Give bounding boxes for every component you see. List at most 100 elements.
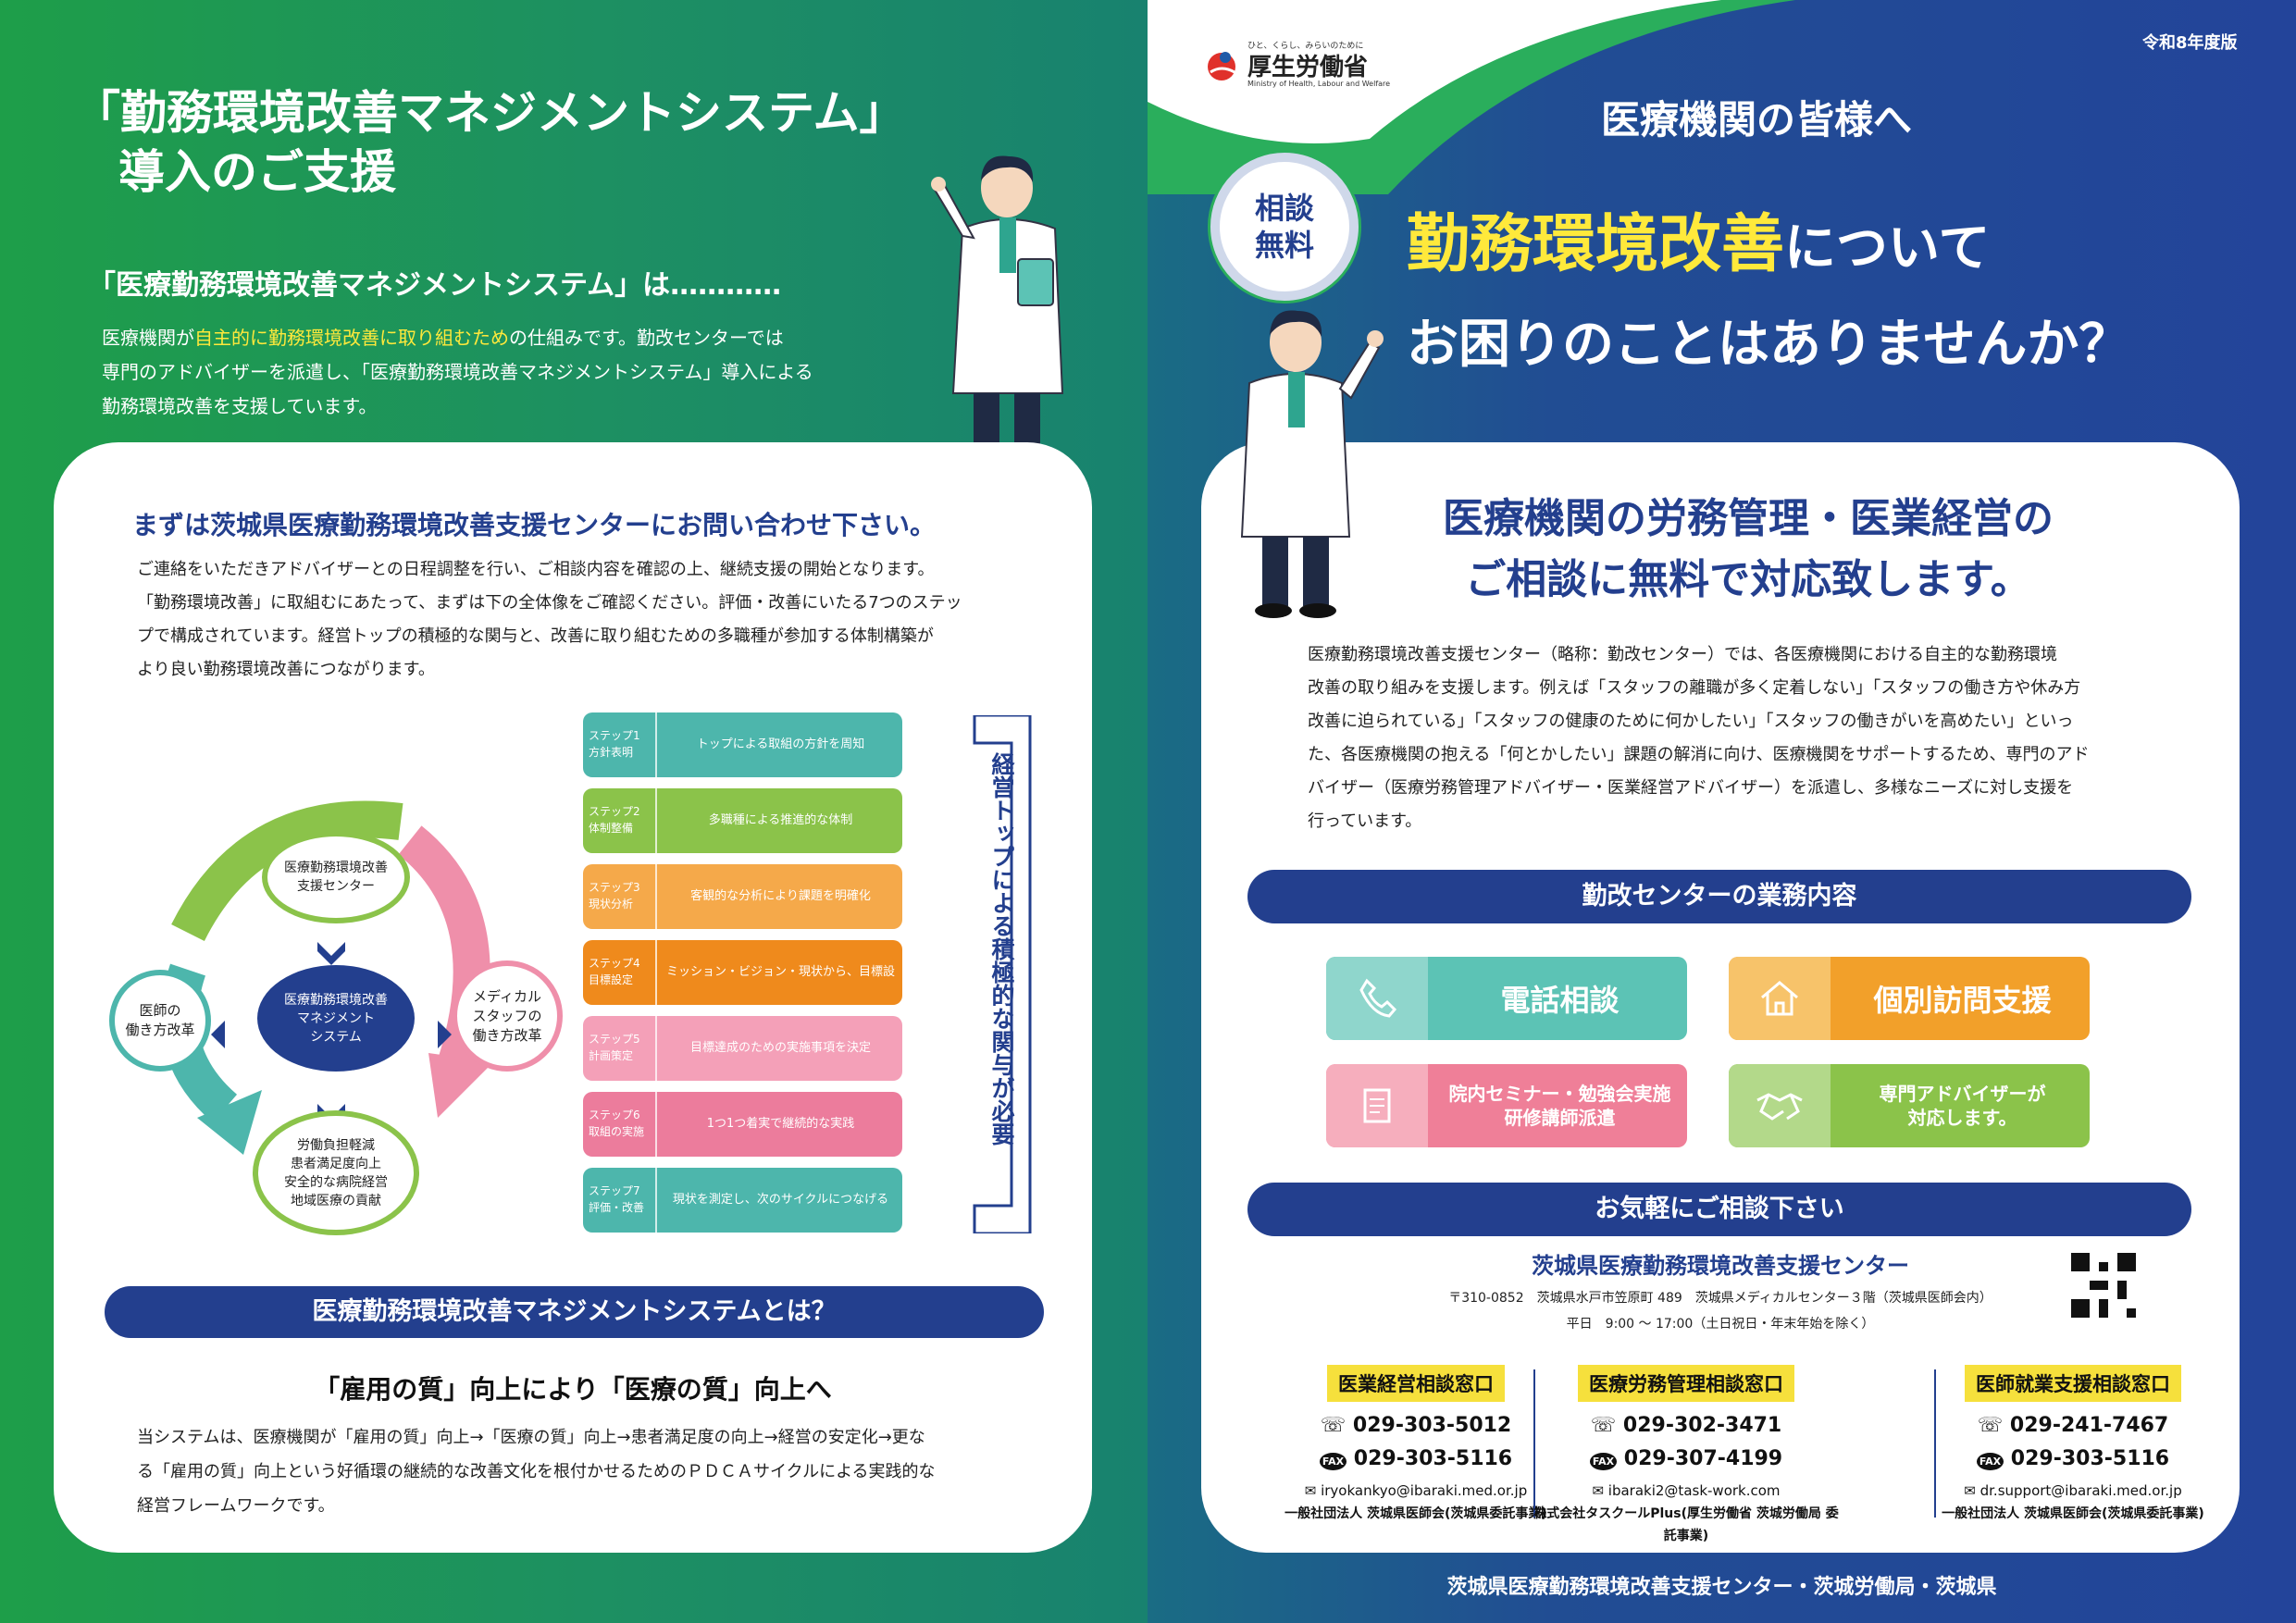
services-pill: 勤改センターの業務内容 [1247, 870, 2191, 923]
cycle-bottom-line2: 患者満足度向上 [291, 1156, 381, 1171]
fax-icon: FAX [1976, 1453, 2004, 1470]
contact-1-email[interactable]: iryokankyo@ibaraki.med.or.jp [1321, 1482, 1528, 1499]
cycle-center-line3: システム [310, 1029, 362, 1045]
cycle-bottom-line3: 安全的な病院経営 [284, 1174, 388, 1190]
cycle-node-outcomes: 労働負担軽減 患者満足度向上 安全的な病院経営 地域医療の貢献 [253, 1110, 419, 1235]
step-description: トップによる取組の方針を周知 [696, 737, 865, 751]
badge-line1: 相談 [1254, 191, 1314, 226]
step-description: 客観的な分析により課題を明確化 [690, 889, 871, 903]
left-card-p3: プで構成されています。経営トップの積極的な関与と、改善に取り組むための多職種が参… [137, 626, 934, 646]
document-icon [1326, 1064, 1428, 1147]
contact-3-email-row[interactable]: ✉ dr.support@ibaraki.med.or.jp [1964, 1482, 2182, 1499]
contact-1-tel-row[interactable]: ☏ 029-303-5012 [1320, 1414, 1512, 1437]
right-card-p2: 改善の取り組みを支援します。例えば「スタッフの離職が多く定着しない」「スタッフの… [1308, 678, 2081, 698]
contact-3-tel[interactable]: 029-241-7467 [2009, 1414, 2169, 1437]
service-seminar: 院内セミナー・勉強会実施 研修講師派遣 [1326, 1064, 1687, 1147]
bracket-arrow [973, 715, 1032, 1233]
contact-3-head: 医師就業支援相談窓口 [1965, 1365, 2181, 1402]
left-page: 「勤務環境改善マネジメントシステム」 導入のご支援 「医療勤務環境改善マネジメン… [0, 0, 1148, 1623]
cycle-bottom-line1: 労働負担軽減 [297, 1137, 375, 1153]
contact-1-fax: 029-303-5116 [1353, 1447, 1513, 1470]
step-label-line: ステップ4 [589, 957, 640, 970]
service-label-phone: 電話相談 [1500, 983, 1620, 1018]
right-card-heading1: 医療機関の労務管理・医業経営の [1443, 495, 2054, 542]
cycle-node-support-center: 医療勤務環境改善 支援センター [262, 831, 410, 923]
vertical-management-text: 経営トップによる積極的な関与が必要 [988, 752, 1015, 1146]
ministry-emblem-icon [1208, 52, 1235, 81]
service-phone-consultation: 電話相談 [1326, 957, 1687, 1040]
contact-3-tel-row[interactable]: ☏ 029-241-7467 [1977, 1414, 2169, 1437]
badge-line2: 無料 [1254, 228, 1314, 263]
intro-line2: 専門のアドバイザーを派遣し、「医療勤務環境改善マネジメントシステム」導入による [102, 361, 813, 383]
step-label-line: ステップ5 [589, 1033, 640, 1046]
headline-rest: について [1784, 218, 1991, 279]
contact-3-fax-row: FAX 029-303-5116 [1916, 1443, 2230, 1479]
contact-1-tel[interactable]: 029-303-5012 [1352, 1414, 1512, 1437]
intro-line3: 勤務環境改善を支援しています。 [102, 395, 378, 417]
doctor-pointing-illustration [931, 155, 1064, 489]
contact-2-tel-row[interactable]: ☏ 029-302-3471 [1590, 1414, 1782, 1437]
left-subtitle: 「医療勤務環境改善マネジメントシステム」は………… [88, 269, 782, 302]
contact-2-email-row[interactable]: ✉ ibaraki2@task-work.com [1592, 1482, 1781, 1499]
system-p3: 経営フレームワークです。 [137, 1496, 335, 1516]
contact-divider-1 [1533, 1369, 1535, 1518]
handshake-icon [1729, 1064, 1831, 1147]
fax-icon: FAX [1589, 1453, 1618, 1470]
step-description: 現状を測定し、次のサイクルにつなげる [672, 1193, 889, 1207]
service-advisor: 専門アドバイザーが 対応します。 [1729, 1064, 2090, 1147]
cycle-top-line1: 医療勤務環境改善 [284, 861, 388, 875]
contact-block-3: 医師就業支援相談窓口 ☏ 029-241-7467 FAX 029-303-51… [1916, 1365, 2230, 1525]
ministry-tagline: ひと、くらし、みらいのために [1247, 42, 1364, 51]
system-section-pill: 医療勤務環境改善マネジメントシステムとは？ [105, 1286, 1044, 1338]
left-title-line2: 導入のご支援 [118, 145, 396, 199]
step-description: ミッション・ビジョン・現状から、目標設定 [665, 965, 895, 1044]
system-p1: 当システムは、医療機関が「雇用の質」向上→「医療の質」向上→患者満足度の向上→経… [137, 1428, 925, 1447]
step-description: 1つ1つ着実で継続的な実践 [706, 1117, 855, 1131]
contact-3-email[interactable]: dr.support@ibaraki.med.or.jp [1980, 1482, 2182, 1499]
cycle-top-line2: 支援センター [297, 879, 375, 894]
ministry-name: 厚生労働省 [1247, 54, 1369, 81]
headline-line2: お困りのことはありませんか？ [1407, 315, 2131, 375]
right-card-p4: た、各医療機関の抱える「何とかしたい」課題の解消に向け、医療機関をサポートするた… [1308, 745, 2090, 764]
left-card-body: ご連絡をいただきアドバイザーとの日程調整を行い、ご相談内容を確認の上、継続支援の… [137, 553, 962, 687]
contact-2-tel[interactable]: 029-302-3471 [1622, 1414, 1782, 1437]
left-card-p4: より良い勤務環境改善につながります。 [137, 660, 435, 679]
left-card-heading: まずは茨城県医療勤務環境改善支援センターにお問い合わせ下さい。 [132, 510, 937, 540]
contact-divider-2 [1934, 1369, 1936, 1518]
step-description: 目標達成のための実施事項を決定 [689, 1041, 871, 1055]
left-card: まずは茨城県医療勤務環境改善支援センターにお問い合わせ下さい。 ご連絡をいただき… [54, 442, 1092, 1553]
step-description: 多職種による推進的な体制 [708, 813, 853, 827]
house-icon [1729, 957, 1831, 1040]
cycle-right-line2: スタッフの [472, 1007, 542, 1024]
contact-3-fax: 029-303-5116 [2010, 1447, 2170, 1470]
system-p2: る「雇用の質」向上という好循環の継続的な改善文化を根付かせるためのＰＤＣＡサイク… [137, 1462, 936, 1481]
left-title-line1: 「勤務環境改善マネジメントシステム」 [74, 86, 906, 140]
qr-code-icon[interactable] [2071, 1253, 2136, 1318]
contact-1-fax-row: FAX 029-303-5116 [1259, 1443, 1573, 1479]
cycle-right-line3: 働き方改革 [472, 1026, 542, 1044]
contact-2-email[interactable]: ibaraki2@task-work.com [1607, 1482, 1781, 1499]
contact-block-1: 医業経営相談窓口 ☏ 029-303-5012 FAX 029-303-5116… [1259, 1365, 1573, 1525]
contact-1-email-row[interactable]: ✉ iryokankyo@ibaraki.med.or.jp [1304, 1482, 1528, 1499]
intro-post: の仕組みです。勤改センターでは [509, 327, 784, 349]
service-label-advisor: 専門アドバイザーが 対応します。 [1879, 1083, 2046, 1129]
cycle-right-line1: メディカル [473, 987, 541, 1005]
center-address: 〒310-0852 茨城県水戸市笠原町 489 茨城県メディカルセンター３階（茨… [1448, 1291, 1992, 1306]
left-card-p2: 「勤務環境改善」に取組むにあたって、まずは下の全体像をご確認ください。評価・改善… [137, 593, 962, 613]
contact-2-fax: 029-307-4199 [1623, 1447, 1783, 1470]
step-label-line: ステップ3 [589, 881, 640, 894]
right-card-body: 医療勤務環境改善支援センター（略称：勤改センター）では、各医療機関における自主的… [1308, 638, 2090, 838]
cycle-left-line2: 働き方改革 [125, 1022, 195, 1038]
left-intro: 医療機関が自主的に勤務環境改善に取り組むための仕組みです。勤改センターでは 専門… [102, 321, 813, 424]
footer-organizations: 茨城県医療勤務環境改善支援センター・茨城労働局・茨城県 [1446, 1576, 1997, 1599]
step-label-line: ステップ7 [589, 1184, 640, 1197]
service-individual-visit: 個別訪問支援 [1729, 957, 2090, 1040]
